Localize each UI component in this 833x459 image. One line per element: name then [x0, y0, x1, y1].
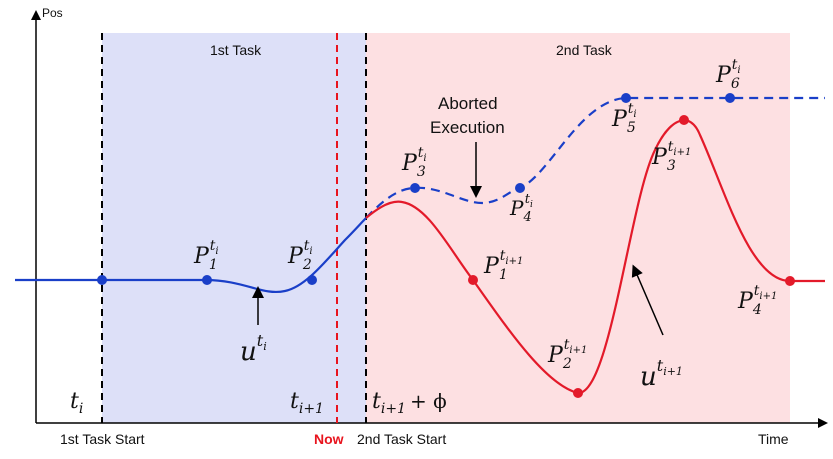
blue-point-p5	[621, 93, 631, 103]
y-axis-label: Pos	[42, 6, 63, 20]
task1-label: 1st Task	[210, 42, 262, 58]
task2-label: 2nd Task	[556, 42, 613, 58]
red-point-p1	[468, 275, 478, 285]
blue-point-p4	[515, 183, 525, 193]
task2-region	[366, 33, 790, 423]
time-label-ti: ti	[70, 389, 83, 417]
task1-start-label: 1st Task Start	[60, 431, 145, 447]
red-point-p3	[679, 115, 689, 125]
blue-trajectory-aborted	[365, 96, 825, 219]
label-p3-ti: P3ti	[401, 145, 427, 180]
blue-point-p6	[725, 93, 735, 103]
now-label: Now	[314, 431, 344, 447]
label-p3-tip1: P3ti+1	[651, 139, 691, 174]
y-axis-arrow	[31, 10, 41, 20]
red-trajectory	[365, 119, 825, 395]
label-p4-tip1: P4ti+1	[737, 283, 777, 318]
red-point-p4	[785, 276, 795, 286]
task1-region	[102, 33, 366, 423]
label-u-ti: uti	[240, 331, 267, 367]
blue-point-p3	[410, 183, 420, 193]
label-p5-ti: P5ti	[611, 101, 637, 136]
blue-point-p1	[202, 275, 212, 285]
label-p1-ti: P1ti	[193, 238, 219, 273]
blue-point-start	[97, 275, 107, 285]
time-label-tip1: ti+1	[290, 389, 324, 417]
label-p2-tip1: P2ti+1	[547, 337, 587, 372]
blue-trajectory-solid	[15, 217, 367, 294]
u-tip1-arrow	[631, 264, 664, 336]
x-axis-arrow	[818, 418, 828, 428]
aborted-label-line1: Aborted	[438, 94, 498, 113]
task2-start-label: 2nd Task Start	[357, 431, 446, 447]
time-label-tip1-phi: ti+1+ ϕ	[372, 389, 447, 417]
label-p4-ti: P4ti	[509, 192, 533, 225]
red-point-p2	[573, 388, 583, 398]
label-p1-tip1: P1ti+1	[483, 248, 523, 283]
label-u-tip1: uti+1	[640, 356, 683, 392]
label-p2-ti: P2ti	[287, 238, 313, 273]
blue-point-p2	[307, 275, 317, 285]
label-p6-ti: P6ti	[715, 57, 741, 92]
aborted-label-line2: Execution	[430, 118, 505, 137]
x-axis-label: Time	[758, 431, 789, 447]
